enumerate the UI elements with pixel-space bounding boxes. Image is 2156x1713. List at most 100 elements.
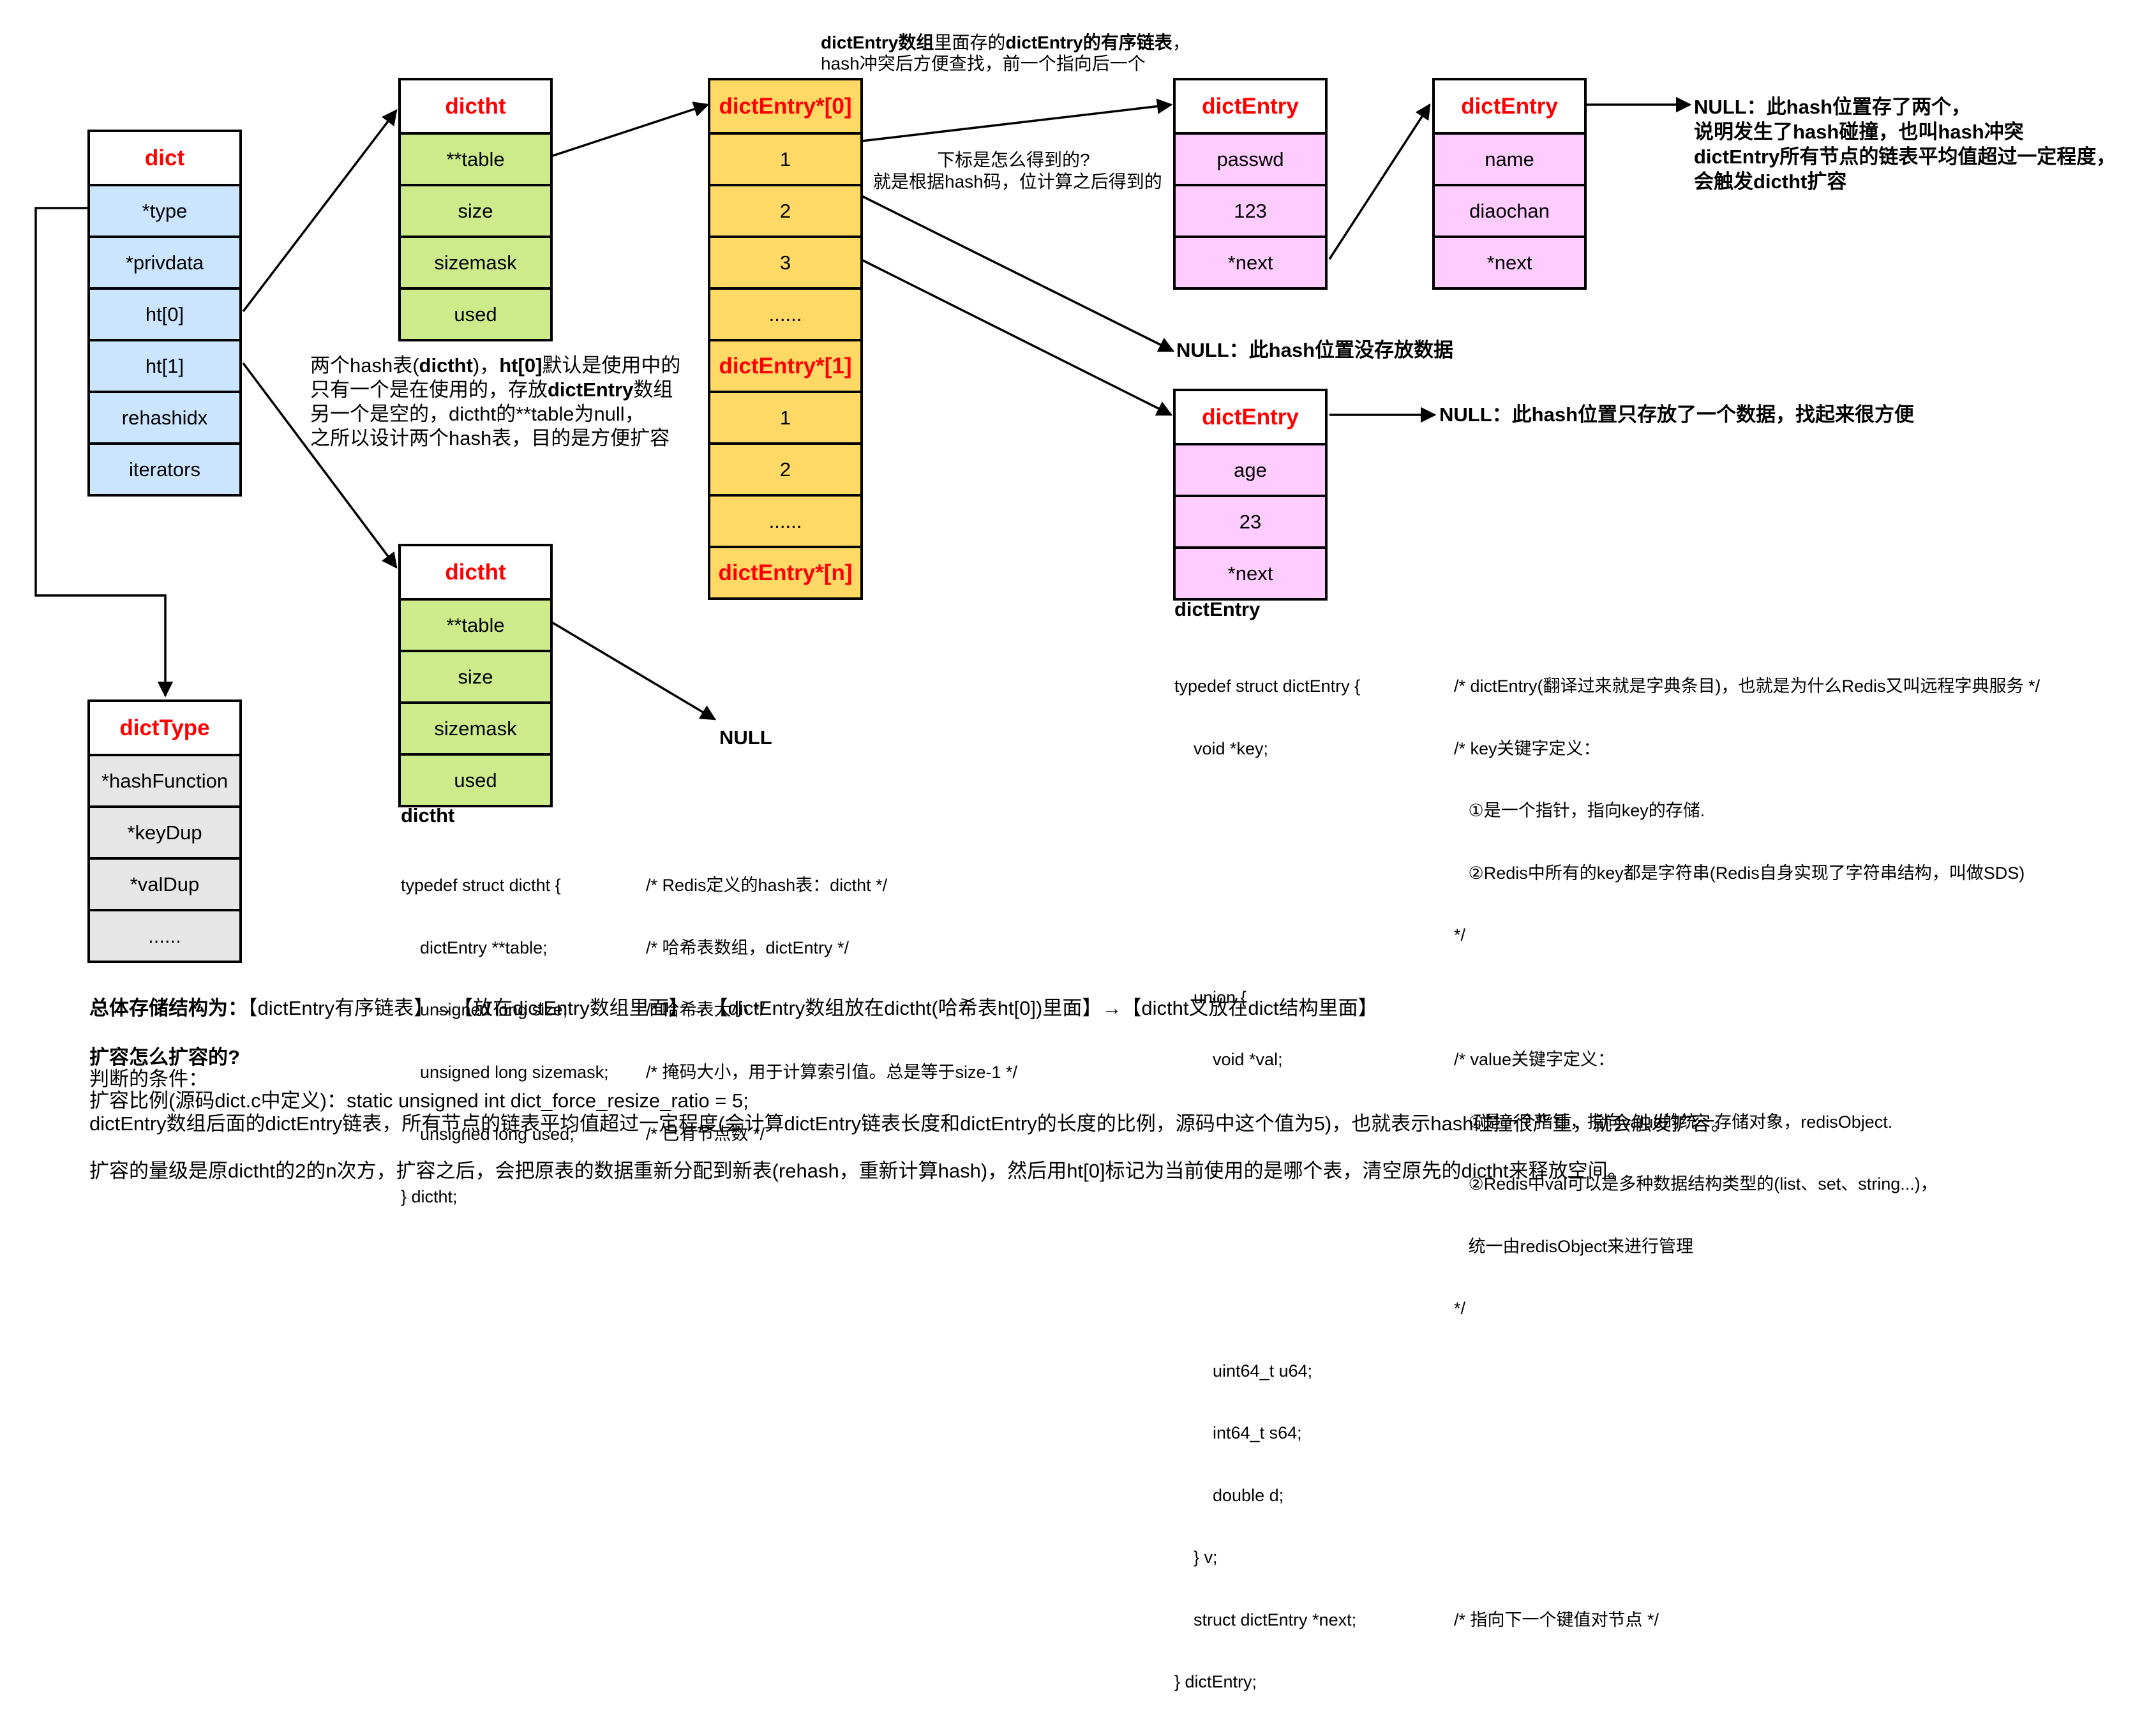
code-comment: /* value关键字定义： (1454, 1050, 1615, 1069)
dictentry-name: dictEntry name diaochan *next (1432, 78, 1587, 290)
arrow-table1-to-null (550, 620, 717, 721)
dictentry-passwd: dictEntry passwd 123 *next (1173, 78, 1328, 290)
code-line: dictEntry **table; (401, 938, 548, 957)
dictht-1-title: dictht (401, 546, 550, 598)
resize-line-3: dictEntry数组后面的dictEntry链表，所有节点的链表平均值超过一定… (89, 1112, 1731, 1135)
code-comment: ②Redis中val可以是多种数据结构类型的(list、set、string..… (1454, 1174, 1938, 1193)
code-line: } dictEntry; (1174, 1672, 1257, 1691)
dictentry-name-title: dictEntry (1435, 80, 1584, 132)
code-line: union { (1174, 987, 1246, 1007)
two-ht-1c: )， (472, 354, 500, 377)
array-top-1: 里面存的 (934, 33, 1006, 52)
code-line: void *val; (1174, 1050, 1283, 1069)
arrow-slot3-to-age (861, 258, 1173, 416)
dict-field-type: *type (90, 184, 239, 236)
summary-line: 总体存储结构为：【dictEntry有序链表】→【放在dictEntry数组里面… (89, 996, 1378, 1021)
dicttype-title: dictType (90, 702, 239, 754)
two-ht-2b: dictEntry (548, 378, 634, 401)
code-comment: /* 指向下一个键值对节点 */ (1454, 1610, 1659, 1629)
null-empty-note: NULL：此hash位置没存放数据 (1176, 339, 1453, 361)
dictentry-name-val: diaochan (1435, 184, 1584, 236)
array-header-n: dictEntry*[n] (710, 546, 860, 597)
code-comment: ①是一个指针，指向value的统一存储对象，redisObject. (1454, 1112, 1893, 1132)
dictht-1-label: dictht (401, 804, 455, 827)
code-comment (1454, 1485, 2040, 1506)
index-question: 下标是怎么得到的? (937, 150, 1090, 170)
dict-struct: dict *type *privdata ht[0] ht[1] rehashi… (87, 130, 242, 497)
code-comment (1454, 1423, 2040, 1444)
array-top-2: dictEntry的有序链表 (1005, 33, 1172, 52)
code-comment: /* Redis定义的hash表：dictht */ (646, 876, 888, 895)
two-ht-2a: 只有一个是在使用的，存放 (310, 378, 548, 401)
arrow-slot1-to-passwd (861, 98, 1173, 142)
dict-title: dict (90, 132, 239, 184)
code-line: typedef struct dictht { (401, 876, 561, 895)
dictht-0-title: dictht (401, 80, 550, 132)
null-collision-line-4: 会触发dictht扩容 (1694, 170, 1847, 193)
code-line (1174, 1236, 1360, 1257)
dictentry-name-key: name (1435, 132, 1584, 184)
array-header-1: dictEntry*[1] (710, 339, 860, 391)
redis-dict-diagram: dict *type *privdata ht[0] ht[1] rehashi… (34, 32, 2116, 1691)
two-ht-line-3: 另一个是空的，dictht的**table为null， (310, 403, 645, 425)
code-comment: */ (1454, 1299, 1466, 1318)
code-line: int64_t s64; (1174, 1423, 1302, 1442)
array-top-note: dictEntry数组里面存的dictEntry的有序链表， (821, 32, 1190, 53)
code-comment: /* 哈希表数组，dictEntry */ (646, 938, 850, 957)
code-line: struct dictEntry *next; (1174, 1610, 1357, 1629)
dicttype-struct: dictType *hashFunction *keyDup *valDup .… (87, 699, 242, 963)
dicttype-field-hashfunction: *hashFunction (90, 754, 239, 805)
code-line: unsigned long used; (401, 1125, 574, 1144)
code-comment (1454, 987, 2040, 1008)
code-comment: /* 掩码大小，用于计算索引值。总是等于size-1 */ (646, 1062, 1018, 1082)
code-comment: /* key关键字定义： (1454, 738, 1601, 758)
code-comment: ①是一个指针，指向key的存储. (1454, 801, 1705, 820)
null-collision-line-1: NULL：此hash位置存了两个， (1694, 96, 1971, 118)
two-hashtables-note: 两个hash表(dictht)，ht[0]默认是使用中的 只有一个是在使用的，存… (310, 354, 680, 451)
index-answer: 就是根据hash码，位计算之后得到的 (873, 172, 1162, 191)
array-1-slot-2: 2 (710, 442, 860, 494)
dictht-0-field-size: size (401, 184, 550, 236)
dictentry-passwd-val: 123 (1176, 184, 1325, 236)
dictht-1-struct: dictht **table size sizemask used (398, 544, 553, 807)
dictentry-name-next: *next (1435, 236, 1584, 287)
code-comment: ②Redis中所有的key都是字符串(Redis自身实现了字符串结构，叫做SDS… (1454, 863, 2025, 883)
code-comment (1454, 1361, 2040, 1382)
connector-arrows (34, 96, 1692, 721)
dictht-0-field-table: **table (401, 132, 550, 184)
code-line: typedef struct dictEntry { (1174, 677, 1361, 696)
two-ht-line-1: 两个hash表(dictht)，ht[0]默认是使用中的 (310, 354, 680, 378)
null-collision-note: NULL：此hash位置存了两个， 说明发生了hash碰撞，也叫hash冲突 d… (1694, 94, 2116, 194)
array-top-bold: dictEntry数组 (821, 33, 934, 52)
array-slot-ellipsis: ...... (710, 287, 860, 339)
array-slot-1: 1 (710, 132, 860, 184)
code-comment (1454, 1547, 2040, 1568)
dict-field-privdata: *privdata (90, 236, 239, 287)
dicttype-field-keydup: *keyDup (90, 805, 239, 857)
arrow-ht1-to-dictht1 (242, 362, 398, 569)
dictht-0-field-used: used (401, 287, 550, 339)
two-ht-1b: dictht (419, 354, 473, 377)
array-top-note-line2: hash冲突后方便查找，前一个指向后一个 (821, 54, 1146, 73)
two-ht-line-4: 之所以设计两个hash表，目的是方便扩容 (310, 427, 670, 449)
code-line: uint64_t u64; (1174, 1361, 1313, 1380)
code-comment: /* 哈希表大小 */ (646, 1000, 765, 1019)
code-line (1174, 925, 1360, 946)
dictentry-passwd-next: *next (1176, 236, 1325, 287)
two-ht-1a: 两个hash表( (310, 354, 419, 377)
dictht-1-field-used: used (401, 753, 550, 805)
code-line: } v; (1174, 1548, 1218, 1567)
code-line: unsigned long sizemask; (401, 1062, 609, 1082)
null-collision-line-3: dictEntry所有节点的链表平均值超过一定程度， (1694, 146, 2116, 168)
dictentry-passwd-key: passwd (1176, 132, 1325, 184)
dictht-code-comments: /* Redis定义的hash表：dictht */ /* 哈希表数组，dict… (646, 834, 1017, 1165)
dictentry-passwd-title: dictEntry (1176, 80, 1325, 132)
dictentry-age-key: age (1176, 443, 1325, 495)
code-comment: */ (1454, 925, 1466, 945)
resize-question-title: 扩容怎么扩容的? (89, 1046, 240, 1068)
code-comment: 统一由redisObject来进行管理 (1454, 1236, 1694, 1256)
array-1-slot-1: 1 (710, 391, 860, 442)
code-comment: /* dictEntry(翻译过来就是字典条目)，也就是为什么Redis又叫远程… (1454, 677, 2040, 696)
resize-line-4: 扩容的量级是原dictht的2的n次方，扩容之后，会把原表的数据重新分配到新表(… (89, 1160, 1628, 1182)
dict-field-ht0: ht[0] (90, 287, 239, 339)
